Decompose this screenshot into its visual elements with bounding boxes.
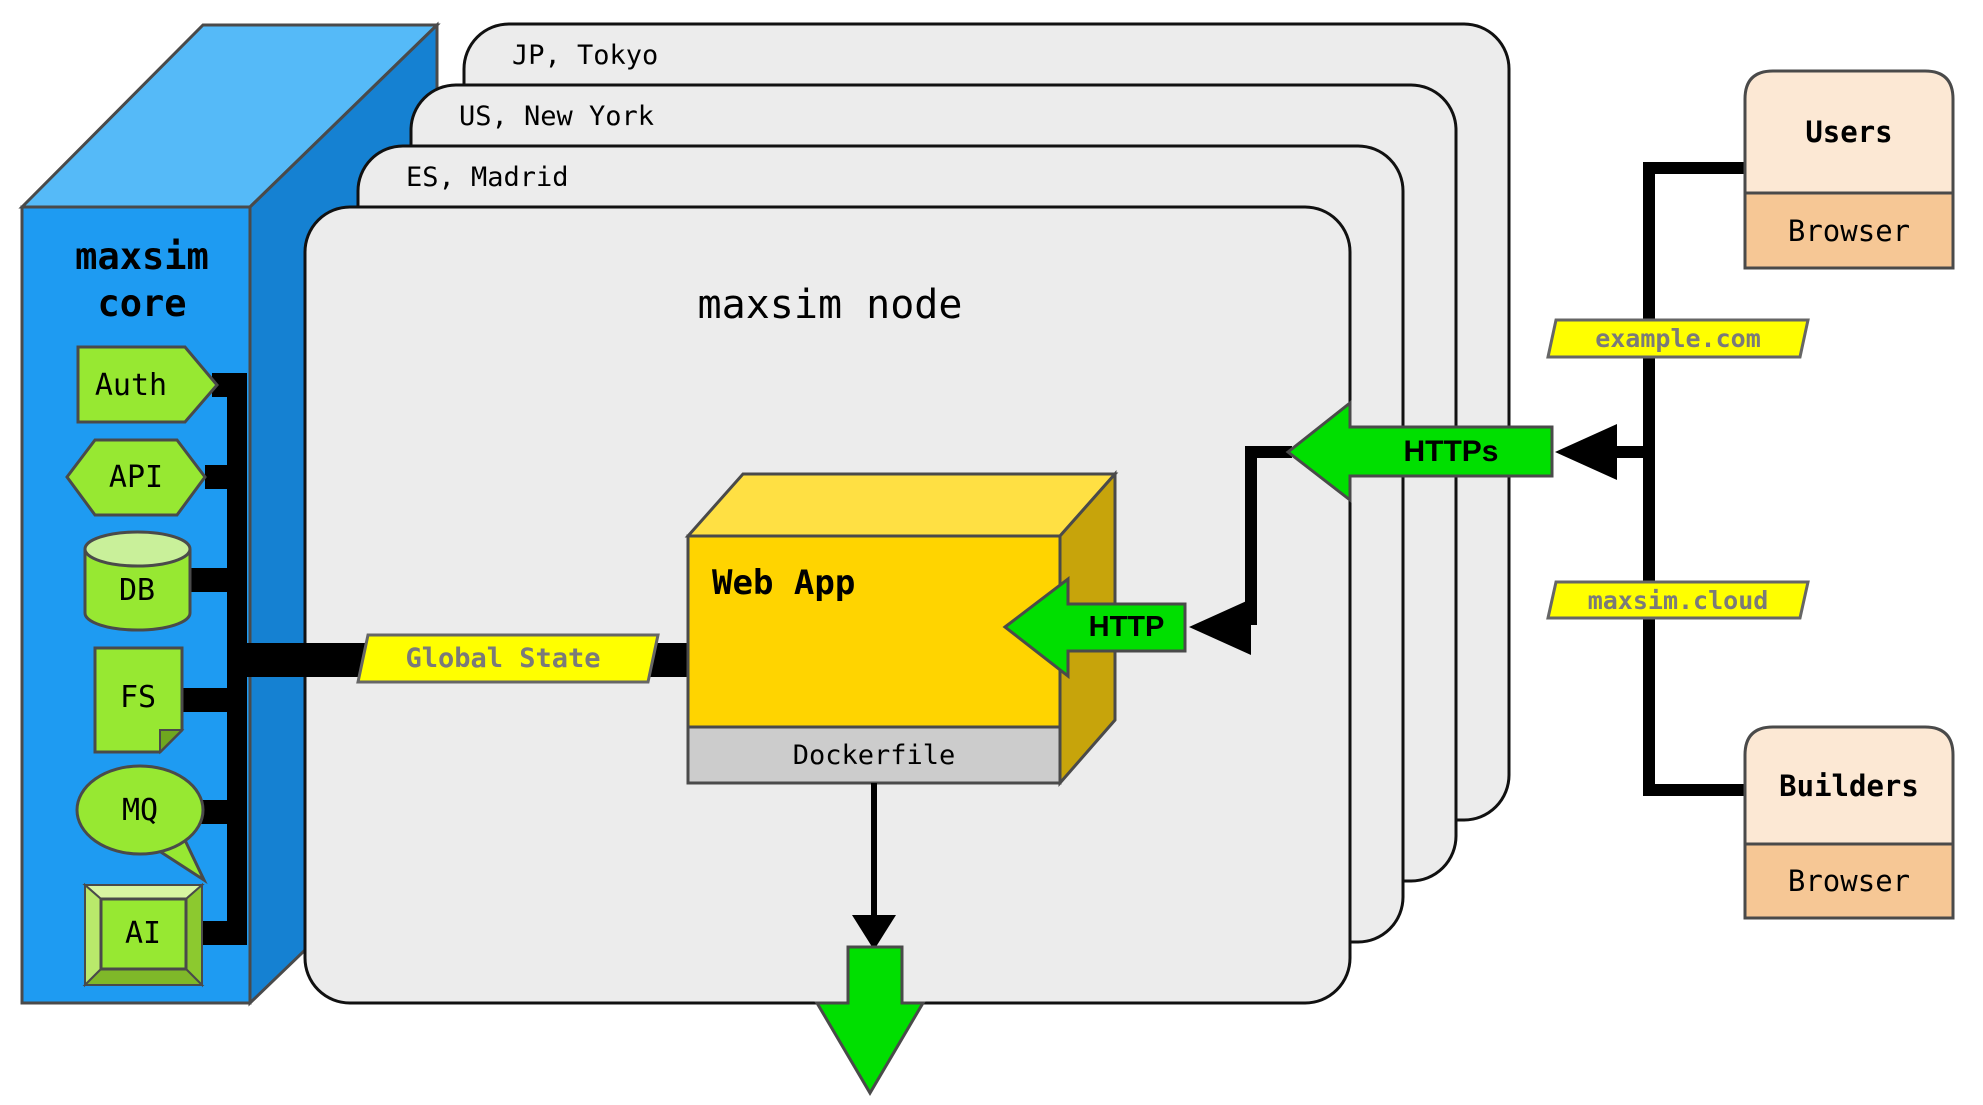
https-arrow-shape bbox=[1285, 399, 1554, 504]
core-title-line2: core bbox=[97, 281, 187, 325]
actors-trunk-line bbox=[1643, 162, 1655, 796]
webapp-title: Web App bbox=[712, 563, 856, 603]
auth-banner-shape bbox=[76, 345, 219, 424]
users-browser-label: Browser bbox=[1787, 213, 1911, 248]
fs-connector bbox=[182, 688, 247, 712]
users-title: Users bbox=[1805, 115, 1893, 149]
core-bus-trunk bbox=[227, 373, 247, 945]
https-stub-line bbox=[1611, 446, 1649, 458]
ai-bevel-top bbox=[82, 884, 205, 900]
deploy-connector-line bbox=[871, 783, 877, 918]
service-label-auth: Auth bbox=[94, 367, 168, 403]
global-state-label: Global State bbox=[405, 643, 601, 674]
service-label-mq: MQ bbox=[121, 792, 159, 828]
users-browser-shape bbox=[1743, 191, 1955, 270]
http-arrowhead bbox=[1189, 599, 1251, 655]
mq-connector bbox=[198, 800, 247, 824]
https-arrowhead bbox=[1555, 424, 1617, 480]
deploy-connector-arrowhead bbox=[852, 915, 896, 950]
example-domain-tag bbox=[1546, 318, 1810, 359]
https-label: HTTPs bbox=[1403, 434, 1499, 468]
db-cylinder-top bbox=[83, 530, 192, 568]
core-title-line1: maxsim bbox=[75, 234, 209, 278]
dockerfile-label: Dockerfile bbox=[792, 739, 956, 771]
service-label-fs: FS bbox=[119, 679, 157, 715]
http-elbow-line bbox=[1245, 446, 1292, 625]
http-label: HTTP bbox=[1088, 611, 1165, 643]
cloud-domain-label: maxsim.cloud bbox=[1587, 585, 1769, 615]
webapp-top-face bbox=[684, 472, 1119, 538]
node-title: maxsim node bbox=[697, 282, 963, 328]
builders-box bbox=[1743, 725, 1955, 920]
example-domain-label: example.com bbox=[1595, 324, 1761, 353]
users-box bbox=[1743, 69, 1955, 270]
builders-title: Builders bbox=[1779, 768, 1919, 803]
deploy-arrow-shape bbox=[814, 945, 926, 1096]
builders-browser-shape bbox=[1743, 842, 1955, 920]
builders-browser-label: Browser bbox=[1787, 864, 1911, 898]
webapp-front-face bbox=[686, 534, 1062, 729]
cloud-domain-tag bbox=[1546, 580, 1810, 620]
api-hexagon-shape bbox=[65, 438, 207, 517]
api-connector bbox=[205, 465, 247, 489]
ai-plate-shape bbox=[99, 897, 188, 971]
service-label-api: API bbox=[108, 459, 164, 495]
mq-bubble-shape bbox=[75, 764, 205, 856]
region-label-jp: JP, Tokyo bbox=[512, 39, 659, 71]
region-label-us: US, New York bbox=[459, 100, 655, 132]
http-arrow-shape bbox=[1002, 575, 1187, 680]
service-label-db: DB bbox=[118, 572, 156, 608]
region-label-es: ES, Madrid bbox=[406, 161, 569, 193]
fs-document-fold bbox=[159, 729, 185, 755]
ai-connector bbox=[202, 921, 247, 945]
ai-bevel-bottom bbox=[82, 968, 205, 986]
global-state-tag bbox=[356, 633, 660, 684]
dockerfile-strip bbox=[686, 725, 1062, 785]
users-arm-line bbox=[1643, 162, 1745, 174]
db-connector bbox=[190, 568, 247, 592]
builders-arm-line bbox=[1643, 784, 1745, 796]
service-label-ai: AI bbox=[124, 915, 162, 951]
db-cylinder-shape bbox=[83, 549, 192, 632]
